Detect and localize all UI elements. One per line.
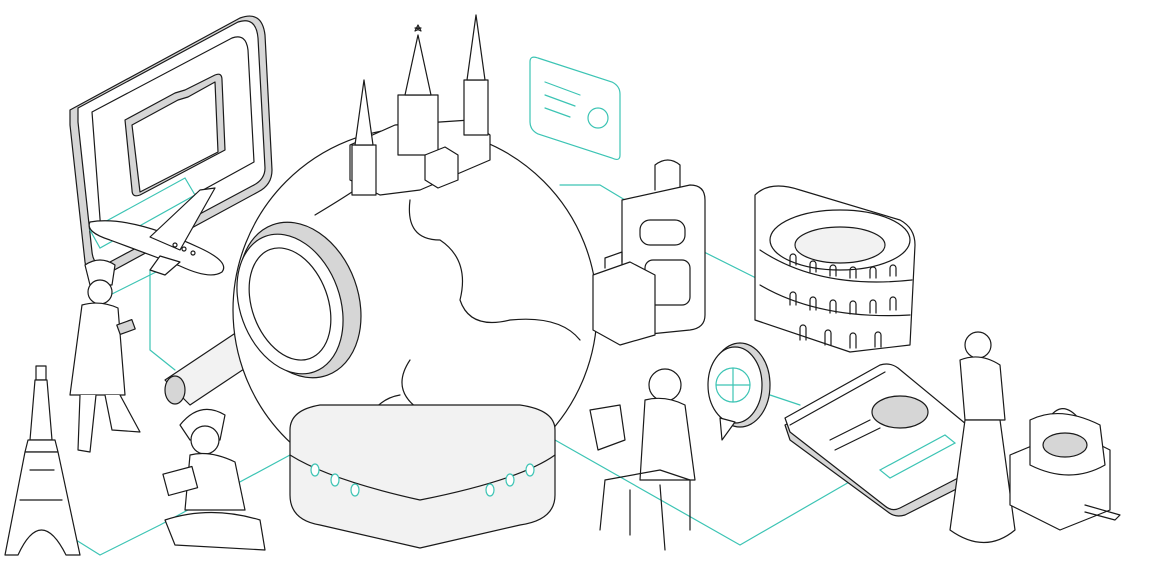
- airplane-icon: [88, 187, 225, 276]
- id-card-icon: [529, 56, 621, 161]
- castle-icon: [349, 14, 491, 196]
- person-with-laptop: [589, 368, 696, 551]
- person-sitting: [162, 408, 266, 551]
- person-woman: [949, 331, 1016, 543]
- tablet-icon: [784, 363, 1003, 517]
- globe-base: [289, 404, 556, 549]
- eiffel-tower-icon: [4, 365, 81, 556]
- base-lights: [310, 463, 535, 497]
- briefcase-icon: [592, 251, 656, 346]
- chat-globe-icon: [707, 342, 771, 441]
- colosseum-icon: [754, 185, 916, 353]
- handbag-icon: [1009, 408, 1121, 531]
- colosseum-arches: [789, 253, 897, 349]
- magnifying-glass: [236, 221, 362, 379]
- person-standing: [69, 259, 141, 453]
